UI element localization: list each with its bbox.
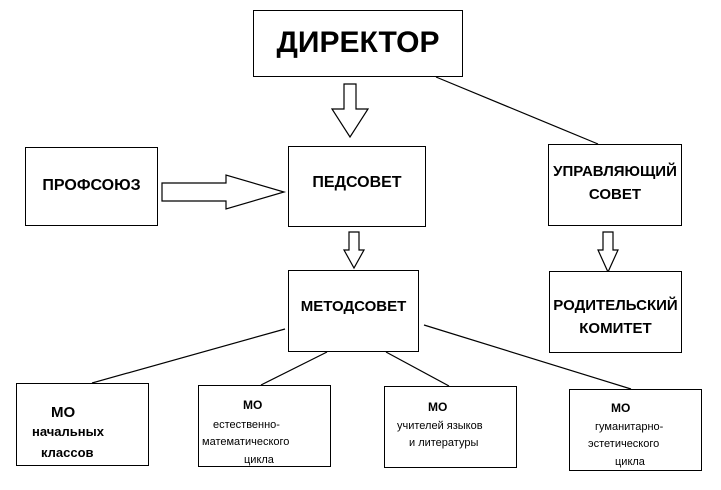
director-label: ДИРЕКТОР (276, 26, 440, 59)
roditel-komitet-line2: КОМИТЕТ (579, 320, 652, 337)
mo-humanities-box: МО гуманитарно- эстетического цикла (569, 389, 702, 471)
arrow-pedsovet-metodsovet (342, 231, 366, 270)
mo-humanities-line3: эстетического (588, 438, 660, 450)
mo-science-line2: естественно- (213, 419, 280, 431)
mo-languages-box: МО учителей языков и литературы (384, 386, 517, 468)
mo-humanities-line1: МО (611, 401, 631, 415)
pedsovet-box: ПЕДСОВЕТ (288, 146, 426, 227)
arrow-director-pedsovet (330, 83, 370, 139)
connector-metodsovet-mo3 (385, 351, 450, 387)
mo-primary-box: МО начальных классов (16, 383, 149, 466)
mo-languages-line3: и литературы (409, 437, 479, 449)
upravl-sovet-line2: СОВЕТ (588, 186, 642, 203)
mo-science-line1: МО (243, 398, 263, 412)
connector-metodsovet-mo1 (91, 328, 286, 384)
mo-science-box: МО естественно- математического цикла (198, 385, 331, 467)
mo-languages-line1: МО (428, 400, 448, 414)
mo-languages-line2: учителей языков (397, 420, 483, 432)
director-box: ДИРЕКТОР (253, 10, 463, 77)
connector-director-upravl (435, 76, 599, 145)
connector-metodsovet-mo4 (423, 324, 632, 390)
mo-primary-line1: МО (51, 404, 76, 421)
mo-primary-line2: начальных (32, 424, 104, 439)
roditel-komitet-box: РОДИТЕЛЬСКИЙ КОМИТЕТ (549, 271, 682, 353)
upravl-sovet-box: УПРАВЛЯЮЩИЙ СОВЕТ (548, 144, 682, 226)
roditel-komitet-line1: РОДИТЕЛЬСКИЙ (553, 297, 678, 314)
pedsovet-label: ПЕДСОВЕТ (312, 174, 402, 191)
upravl-sovet-line1: УПРАВЛЯЮЩИЙ (553, 163, 677, 180)
metodsovet-label: МЕТОДСОВЕТ (300, 298, 407, 315)
mo-humanities-line2: гуманитарно- (595, 421, 664, 433)
arrow-profsoyuz-pedsovet (161, 174, 287, 210)
mo-humanities-line4: цикла (615, 456, 645, 468)
mo-primary-line3: классов (41, 445, 94, 460)
arrow-upravl-roditel (597, 231, 619, 274)
mo-science-line4: цикла (244, 454, 274, 466)
profsoyuz-box: ПРОФСОЮЗ (25, 147, 158, 226)
profsoyuz-label: ПРОФСОЮЗ (42, 177, 141, 194)
connector-metodsovet-mo2 (260, 351, 328, 386)
mo-science-line3: математического (202, 436, 290, 448)
metodsovet-box: МЕТОДСОВЕТ (288, 270, 419, 352)
